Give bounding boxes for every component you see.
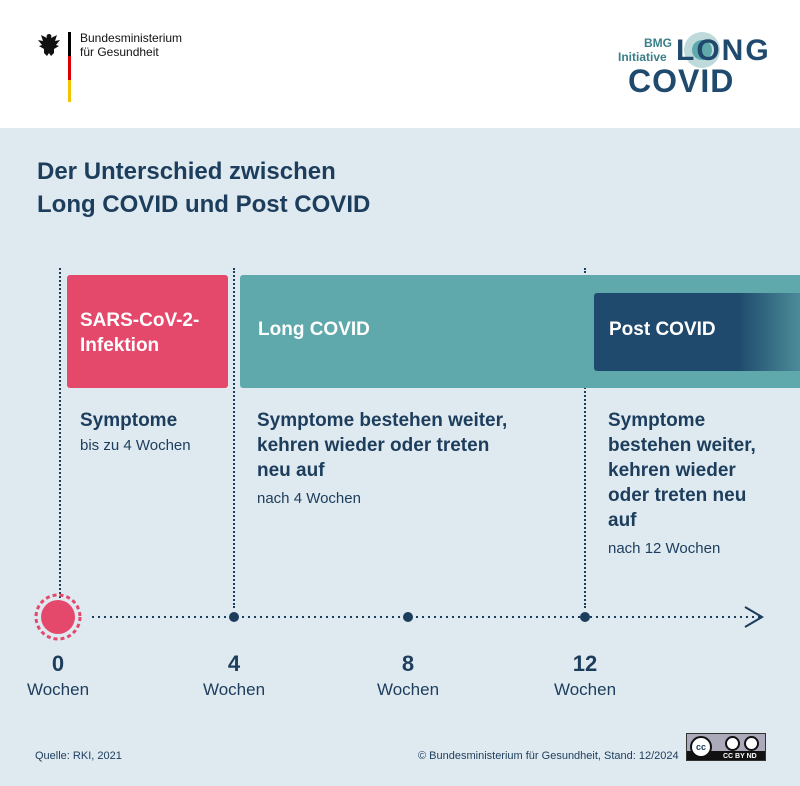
long-covid-heading-3: neu auf xyxy=(257,460,325,481)
divider-week-12 xyxy=(584,268,586,608)
page-title: Der Unterschied zwischen Long COVID und … xyxy=(37,155,370,221)
timeline-axis xyxy=(34,593,764,641)
post-covid-phase-box: Post COVID xyxy=(594,293,800,371)
long-covid-sub: nach 4 Wochen xyxy=(257,490,361,507)
post-covid-label: Post COVID xyxy=(609,319,716,340)
week-8-number: 8 xyxy=(401,651,415,676)
infection-phase-box: SARS-CoV-2- Infektion xyxy=(67,275,228,388)
timeline-arrow-icon xyxy=(744,606,764,628)
long-covid-heading-1: Symptome bestehen weiter, xyxy=(257,410,508,431)
week-4-number: 4 xyxy=(227,651,241,676)
cc-icon: cc xyxy=(690,736,712,758)
timeline-dot-8 xyxy=(403,612,413,622)
timeline-dot-4 xyxy=(229,612,239,622)
federal-eagle-icon xyxy=(38,34,60,56)
post-covid-heading-2: bestehen weiter, xyxy=(608,435,756,456)
flag-red xyxy=(68,56,71,80)
post-covid-description: Symptome bestehen weiter, kehren wieder … xyxy=(608,408,756,557)
title-line-2: Long COVID und Post COVID xyxy=(37,191,371,218)
infection-description: Symptome bis zu 4 Wochen xyxy=(80,408,191,454)
week-12-number: 12 xyxy=(572,651,598,676)
week-4-unit: Wochen xyxy=(202,680,266,699)
infection-label-1: SARS-CoV-2- xyxy=(80,310,200,331)
ministry-line-2: für Gesundheit xyxy=(80,45,159,59)
title-line-1: Der Unterschied zwischen xyxy=(37,158,336,185)
long-covid-label: Long COVID xyxy=(258,319,370,340)
infection-label-2: Infektion xyxy=(80,335,160,356)
divider-week-4 xyxy=(233,268,235,608)
cc-license-badge: cc CC BY ND xyxy=(686,733,766,761)
long-covid-heading-2: kehren wieder oder treten xyxy=(257,435,490,456)
by-icon xyxy=(725,736,740,751)
flag-gold xyxy=(68,80,71,102)
long-covid-logo: BMG Initiative LONG COVID xyxy=(618,32,771,99)
ministry-line-1: Bundesministerium xyxy=(80,31,183,45)
divider-week-0 xyxy=(59,268,61,598)
license-text: CC BY ND xyxy=(723,753,757,760)
nd-icon xyxy=(744,736,759,751)
week-0-number: 0 xyxy=(51,651,65,676)
virus-icon xyxy=(34,593,82,641)
week-8-unit: Wochen xyxy=(376,680,440,699)
infection-sub: bis zu 4 Wochen xyxy=(80,437,191,454)
ministry-name: Bundesministerium für Gesundheit xyxy=(80,31,182,59)
copyright-note: © Bundesministerium für Gesundheit, Stan… xyxy=(418,750,679,762)
post-covid-sub: nach 12 Wochen xyxy=(608,540,721,557)
week-0-unit: Wochen xyxy=(26,680,90,699)
header: Bundesministerium für Gesundheit BMG Ini… xyxy=(0,0,800,128)
week-12-unit: Wochen xyxy=(553,680,617,699)
post-covid-heading-5: auf xyxy=(608,510,637,531)
post-covid-heading-4: oder treten neu xyxy=(608,485,747,506)
post-covid-heading-3: kehren wieder xyxy=(608,460,736,481)
source-note: Quelle: RKI, 2021 xyxy=(35,750,122,762)
long-covid-description: Symptome bestehen weiter, kehren wieder … xyxy=(257,408,507,507)
timeline-dot-12 xyxy=(580,612,590,622)
infection-heading: Symptome xyxy=(80,410,178,431)
post-covid-heading-1: Symptome xyxy=(608,410,706,431)
flag-black xyxy=(68,32,71,56)
